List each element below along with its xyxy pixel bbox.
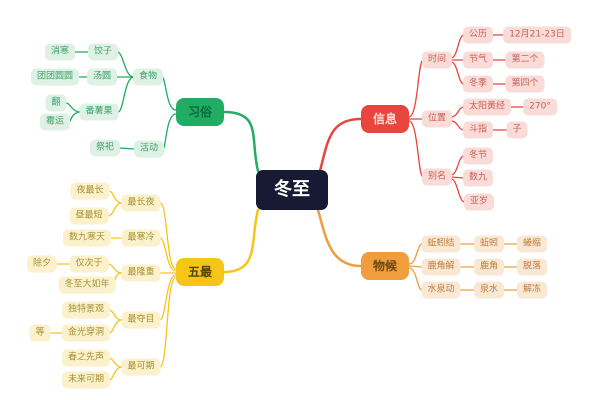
node-zi[interactable]: 子: [506, 121, 528, 139]
node-info[interactable]: 信息: [360, 105, 410, 133]
node-day-shortest[interactable]: 昼最短: [69, 207, 109, 225]
node-most-anticipated[interactable]: 最可期: [121, 358, 161, 376]
node-phenology[interactable]: 物候: [360, 252, 410, 280]
node-unique-scenery[interactable]: 独特景观: [61, 301, 111, 319]
node-grandest[interactable]: 最隆重: [121, 264, 161, 282]
node-antler[interactable]: 鹿角: [473, 258, 505, 276]
node-dongjie[interactable]: 冬节: [462, 147, 494, 165]
node-sacrifice[interactable]: 祭祀: [89, 139, 121, 157]
node-curl-up[interactable]: 蜷缩: [516, 235, 548, 253]
node-position[interactable]: 位置: [421, 110, 453, 128]
node-bad-luck[interactable]: 霉运: [39, 113, 71, 131]
node-fourth[interactable]: 第四个: [505, 75, 545, 93]
node-yasui[interactable]: 亚岁: [463, 193, 495, 211]
node-sweet-potato[interactable]: 番薯果: [79, 103, 119, 121]
node-dumplings[interactable]: 饺子: [87, 43, 119, 61]
node-activities[interactable]: 活动: [133, 140, 165, 158]
node-shujiu[interactable]: 数九: [462, 169, 494, 187]
node-aliases[interactable]: 别名: [421, 168, 453, 186]
phenology-connectors: [316, 208, 519, 291]
node-second[interactable]: 第二个: [505, 51, 545, 69]
node-earthworm[interactable]: 蚯蚓: [473, 235, 505, 253]
node-dates[interactable]: 12月21-23日: [503, 26, 571, 44]
node-coldest[interactable]: 最寒冷: [121, 229, 161, 247]
node-tangyuan[interactable]: 汤圆: [86, 68, 118, 86]
node-fall-off[interactable]: 脱落: [516, 258, 548, 276]
node-big-as-new-year[interactable]: 冬至大如年: [58, 276, 116, 294]
node-solar-longitude[interactable]: 太阳黄经: [462, 98, 512, 116]
node-night-longest[interactable]: 夜最长: [70, 182, 110, 200]
info-connectors: [318, 34, 526, 203]
node-winter-season[interactable]: 冬季: [462, 75, 494, 93]
node-food[interactable]: 食物: [132, 68, 164, 86]
node-winter-solstice[interactable]: 冬至: [256, 170, 328, 210]
node-earthworms-knot[interactable]: 蚯蚓结: [421, 235, 461, 253]
node-spring-water[interactable]: 泉水: [473, 281, 505, 299]
node-customs[interactable]: 习俗: [175, 98, 225, 126]
node-springs-stir[interactable]: 水泉动: [421, 281, 461, 299]
node-most-dazzling[interactable]: 最夺目: [121, 311, 161, 329]
node-dipper-points[interactable]: 斗指: [462, 121, 494, 139]
node-golden-light[interactable]: 金光穿洞: [61, 324, 111, 342]
node-reunion[interactable]: 团团圆圆: [30, 68, 80, 86]
node-herald-of-spring[interactable]: 春之先声: [61, 349, 111, 367]
node-longest-night[interactable]: 最长夜: [121, 194, 161, 212]
node-cold-days[interactable]: 数九寒天: [62, 229, 112, 247]
node-second-only-to[interactable]: 仅次于: [69, 255, 109, 273]
node-new-years-eve[interactable]: 除夕: [26, 255, 58, 273]
node-solar-term[interactable]: 节气: [462, 51, 494, 69]
node-etc[interactable]: 等: [29, 324, 51, 342]
node-time[interactable]: 时间: [421, 51, 453, 69]
node-dispel-cold[interactable]: 消寒: [44, 43, 76, 61]
node-promising-future[interactable]: 未来可期: [61, 371, 111, 389]
node-gregorian[interactable]: 公历: [462, 26, 494, 44]
node-five-mosts[interactable]: 五最: [175, 258, 225, 286]
customs-connectors: [65, 51, 260, 173]
node-thaw[interactable]: 解冻: [516, 281, 548, 299]
node-270-degrees[interactable]: 270°: [523, 98, 557, 116]
node-antlers-shed[interactable]: 鹿角解: [421, 258, 461, 276]
node-turn-over[interactable]: 翻: [45, 94, 67, 112]
